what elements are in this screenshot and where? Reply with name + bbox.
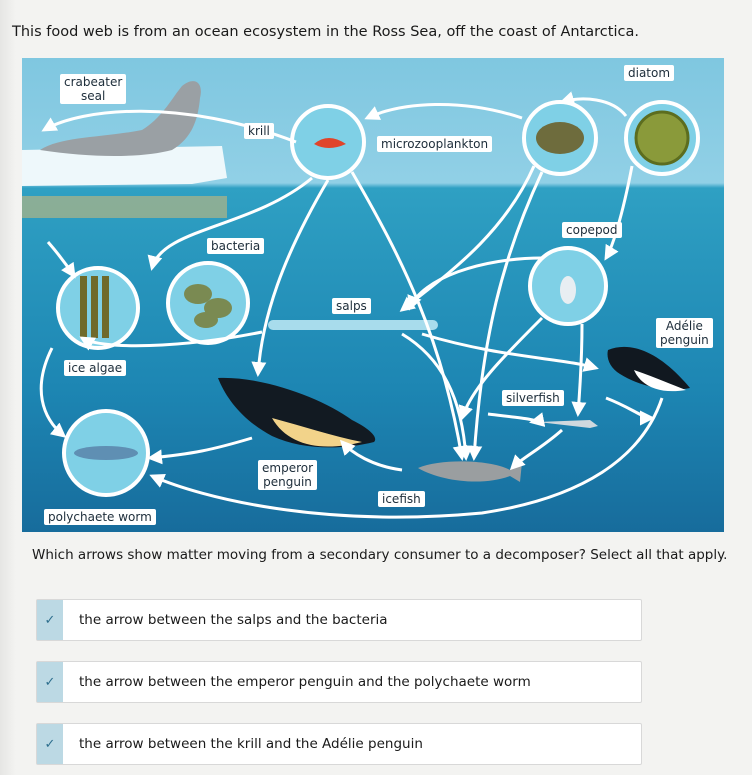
food-web-arrows [39,91,664,519]
diatom-image [634,110,690,166]
intro-text: This food web is from an ocean ecosystem… [12,24,639,40]
silverfish-image [538,420,598,428]
label-bacteria: bacteria [207,238,265,254]
choice-label: the arrow between the emperor penguin an… [79,674,531,690]
label-emperor-penguin: emperor penguin [258,460,318,490]
label-microzooplankton: microzooplankton [377,136,493,152]
microzooplankton-image [536,122,584,154]
checkmark-icon: ✓ [44,612,56,628]
choice-krill-adelie-penguin[interactable]: ✓ the arrow between the krill and the Ad… [36,723,642,765]
label-ice-algae: ice algae [64,360,127,376]
choice-label: the arrow between the salps and the bact… [79,612,388,628]
label-silverfish: silverfish [502,390,564,406]
question-text: Which arrows show matter moving from a s… [32,547,728,563]
choice-tab: ✓ [37,724,63,764]
emperor-penguin-image [218,377,376,448]
copepod-image [560,276,576,304]
label-salps: salps [332,298,371,314]
food-web-diagram: crabeater seal krill microzooplankton di… [22,58,724,532]
choice-tab: ✓ [37,600,63,640]
choice-label: the arrow between the krill and the Adél… [79,736,423,752]
adelie-penguin-image [607,346,690,390]
choice-emperor-penguin-polychaete-worm[interactable]: ✓ the arrow between the emperor penguin … [36,661,642,703]
choice-tab: ✓ [37,662,63,702]
salps-image [268,320,438,330]
left-scroll-gutter [0,0,16,775]
krill-image [314,138,346,148]
ice-shelf [22,146,227,186]
icefish-image [418,461,522,482]
food-web-artwork [22,81,700,519]
label-adelie-penguin: Adélie penguin [656,318,713,348]
polychaete-worm-image [74,446,138,460]
choice-salps-bacteria[interactable]: ✓ the arrow between the salps and the ba… [36,599,642,641]
label-crabeater-seal: crabeater seal [60,74,127,104]
label-polychaete-worm: polychaete worm [44,509,156,525]
checkmark-icon: ✓ [44,736,56,752]
label-krill: krill [244,123,274,139]
checkmark-icon: ✓ [44,674,56,690]
crabeater-seal-image [40,81,201,156]
bacteria-image [184,284,232,328]
ice-algae-layer [22,196,227,218]
label-diatom: diatom [624,65,675,81]
label-copepod: copepod [562,222,622,238]
ice-algae-image [80,276,109,338]
label-icefish: icefish [378,491,425,507]
